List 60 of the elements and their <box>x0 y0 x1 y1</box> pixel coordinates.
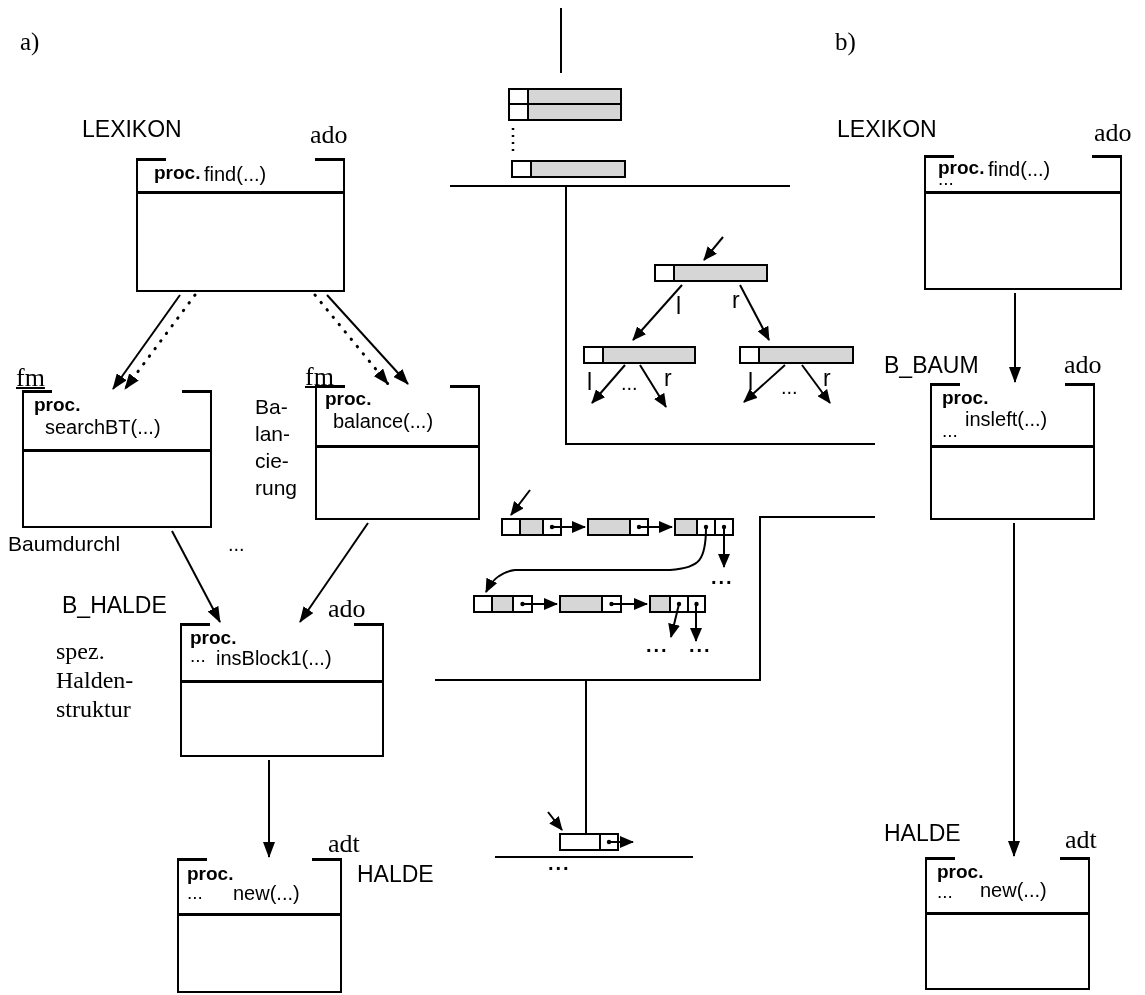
module-kind: ado <box>310 121 348 150</box>
arrow <box>171 530 221 623</box>
pointer-label: r <box>823 366 831 392</box>
module-kind: ado <box>1094 119 1132 148</box>
keyword: proc. <box>187 864 234 885</box>
procedure-name: find(...) <box>988 158 1051 180</box>
ellipsis: ... <box>646 634 669 656</box>
arrow <box>299 522 369 623</box>
ellipsis: ... <box>781 376 798 398</box>
keyword: proc. <box>938 158 985 179</box>
module-name: B_HALDE <box>62 593 167 619</box>
annotation-text: Baumdurchl <box>8 531 122 557</box>
module-kind: ado <box>328 595 366 624</box>
module-name: B_BAUM <box>884 353 979 379</box>
procedure-name: new(...) <box>980 879 1047 901</box>
pointer-label: r <box>664 366 672 392</box>
module-kind: fm <box>305 363 334 392</box>
module-name: LEXIKON <box>82 117 182 143</box>
panel-label: a) <box>20 28 40 56</box>
procedure-name: insleft(...) <box>965 408 1048 430</box>
ellipsis: ... <box>689 634 712 656</box>
arrow <box>263 759 275 858</box>
procedure-name: searchBT(...) <box>45 416 161 438</box>
dotted-arrow <box>313 293 390 386</box>
pointer-label: l <box>587 370 593 396</box>
ellipsis: ... <box>228 533 245 555</box>
keyword: proc. <box>937 862 984 882</box>
keyword: proc. <box>190 628 237 649</box>
dotted-arrow <box>123 293 197 391</box>
module-kind: adt <box>328 830 360 859</box>
arrow <box>326 294 409 385</box>
module-name: HALDE <box>884 821 961 847</box>
ellipsis: ... <box>187 883 203 904</box>
arrow <box>112 294 181 390</box>
arrow <box>1009 292 1021 383</box>
annotation-text: Ba- lan- cie- rung <box>255 394 299 501</box>
ellipsis: ... <box>621 372 638 394</box>
ellipsis: ... <box>942 421 958 442</box>
ellipsis: ... <box>548 852 571 874</box>
pointer-label: r <box>732 288 740 314</box>
procedure-name: new(...) <box>233 882 300 904</box>
ellipsis: ... <box>711 566 734 588</box>
procedure-name: balance(...) <box>333 410 434 432</box>
keyword: proc. <box>34 395 81 416</box>
module-kind: fm <box>16 364 45 393</box>
module-name: HALDE <box>357 862 434 888</box>
procedure-name: find(...) <box>204 163 267 185</box>
module-kind: ado <box>1064 351 1102 380</box>
module-kind: adt <box>1065 826 1097 855</box>
keyword: proc. <box>154 163 201 184</box>
panel-label: b) <box>835 28 856 56</box>
keyword: proc. <box>325 389 372 410</box>
procedure-name: insBlock1(...) <box>216 647 332 669</box>
module-name: LEXIKON <box>837 117 937 143</box>
annotation-text: spez. Halden- struktur <box>56 637 135 724</box>
pointer-label: l <box>748 370 754 396</box>
pointer-label: l <box>676 294 682 320</box>
ellipsis: ... <box>937 882 953 903</box>
arrow <box>1008 522 1020 857</box>
keyword: proc. <box>942 388 989 409</box>
